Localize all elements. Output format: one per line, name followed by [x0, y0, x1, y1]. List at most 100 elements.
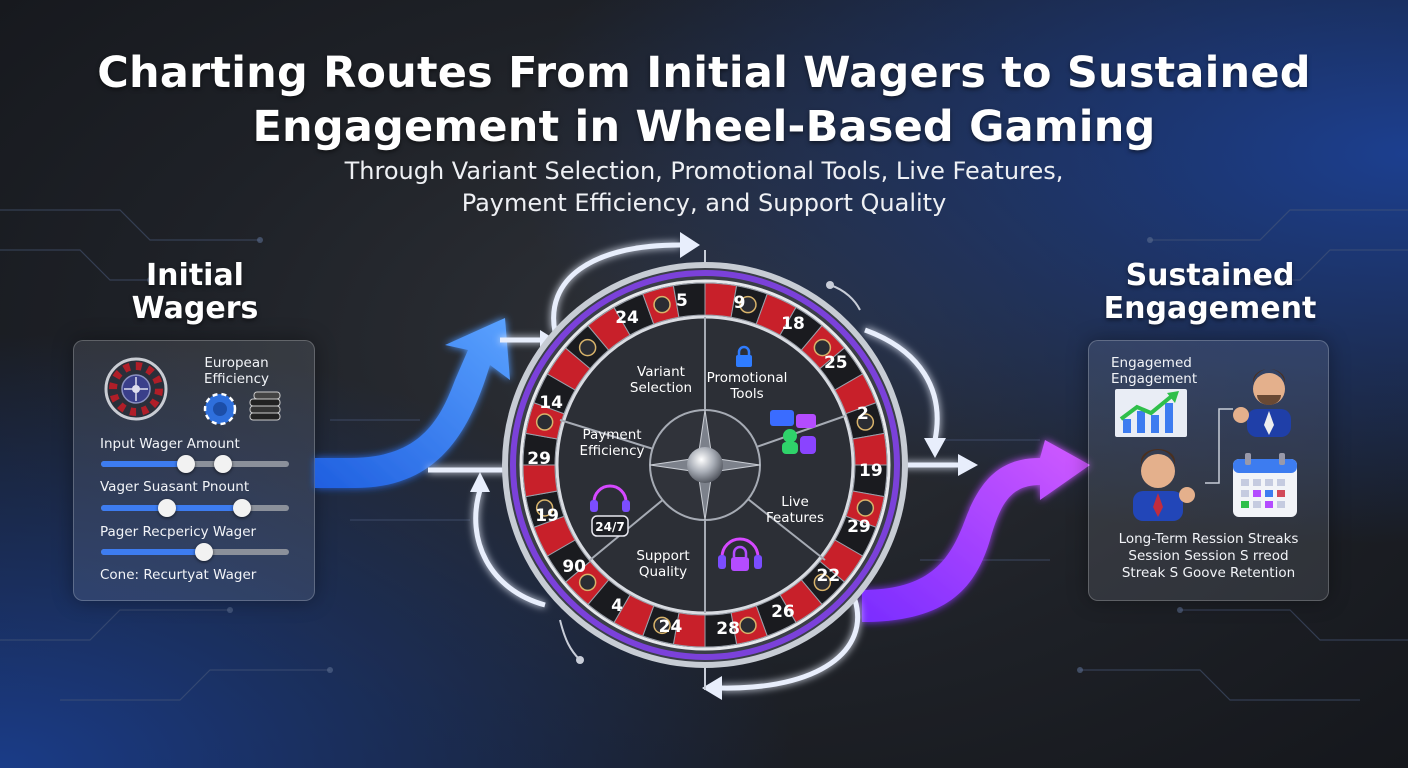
- happy-user-thumbs-up-icon: [1233, 369, 1291, 437]
- user-thumbs-up-icon: [1133, 449, 1195, 521]
- wheel-number: 28: [716, 619, 740, 640]
- page-title: Charting Routes From Initial Wagers to S…: [0, 46, 1408, 154]
- sustained-heading-line-1: Sustained: [1125, 258, 1295, 293]
- segment-label-line-2: Efficiency: [579, 443, 645, 459]
- roulette-wheel-icon: [104, 357, 168, 421]
- segment-label-line-2: Features: [765, 510, 825, 526]
- wheel-number: 18: [781, 314, 805, 335]
- wheel-number: 29: [527, 449, 551, 470]
- slider-fill: [101, 461, 186, 467]
- slider-knob[interactable]: [157, 499, 176, 517]
- segment-live-features: Live Features: [760, 494, 830, 526]
- roulette-chip-icon: [739, 616, 757, 635]
- cycle-arrow-bottom: [719, 599, 861, 691]
- lock-icon: [736, 345, 752, 367]
- wheel-number: 2: [856, 403, 869, 424]
- roulette-chip-icon: [739, 295, 757, 314]
- chart-label-line-1: Engagemed: [1111, 355, 1192, 371]
- slider-knob[interactable]: [214, 455, 233, 473]
- page-subtitle: Through Variant Selection, Promotional T…: [0, 155, 1408, 219]
- segment-support-quality: Support Quality: [628, 548, 698, 580]
- wheel-number: 4: [611, 595, 623, 616]
- segment-promotional-tools: Promotional Tools: [701, 370, 793, 402]
- segment-label-line-1: Support: [636, 548, 690, 564]
- wheel-number: 19: [535, 506, 559, 527]
- engagement-chart-label: Engagemed Engagement: [1111, 355, 1197, 387]
- growth-chart-icon: [1115, 389, 1187, 437]
- casino-chips-icon: [203, 391, 281, 426]
- slider-knob[interactable]: [195, 543, 214, 561]
- wheel-pocket: [672, 282, 706, 318]
- cycle-arrow-right-top: [864, 327, 940, 441]
- roulette-chip-icon: [856, 499, 875, 517]
- wheel-pockets: [522, 282, 888, 648]
- variant-label-line-1: European: [204, 355, 269, 371]
- subtitle-line-1: Through Variant Selection, Promotional T…: [344, 157, 1064, 185]
- segment-label-line-1: Live: [781, 494, 809, 510]
- cycle-arrow-top: [551, 242, 681, 333]
- initial-wagers-panel: European Efficiency Input Wager Amount V…: [73, 340, 315, 601]
- slider-label-1: Input Wager Amount: [100, 436, 240, 452]
- segment-label-line-1: Promotional: [706, 370, 788, 386]
- initial-wagers-heading: Initial Wagers: [110, 259, 280, 325]
- slider-knob[interactable]: [176, 455, 195, 473]
- slider-label-3: Pager Recpericy Wager: [100, 524, 257, 540]
- title-line-2: Engagement in Wheel-Based Gaming: [252, 102, 1156, 152]
- roulette-chip-icon: [535, 413, 554, 431]
- roulette-chip-icon: [653, 616, 671, 635]
- sustained-engagement-heading: Sustained Engagement: [1090, 259, 1330, 325]
- wheel-pocket: [522, 464, 558, 498]
- roulette-chip-icon: [578, 573, 597, 592]
- slider-knob[interactable]: [233, 499, 251, 517]
- slider-fill: [101, 549, 205, 555]
- roulette-chip-icon: [578, 338, 597, 357]
- wager-frequency-slider[interactable]: [101, 543, 289, 561]
- wheel-number: 25: [823, 352, 848, 373]
- badge-247-text: 24/7: [595, 520, 624, 534]
- segment-label-line-1: Variant: [637, 364, 685, 380]
- wheel-number: 19: [859, 460, 883, 481]
- initial-flow-arrow: [315, 318, 510, 488]
- recurring-wager-label: Cone: Recurtyat Wager: [100, 567, 257, 583]
- retention-summary: Long-Term Ression Streaks Session Sessio…: [1089, 531, 1328, 582]
- wager-amount-slider[interactable]: [101, 455, 289, 473]
- wheel-number: 24: [658, 617, 683, 638]
- segment-label-line-2: Selection: [629, 380, 693, 396]
- roulette-chip-icon: [653, 295, 671, 314]
- roulette-chip-icon: [813, 338, 832, 357]
- subtitle-line-2: Payment Efficiency, and Support Quality: [461, 189, 947, 217]
- wheel-number: 22: [816, 566, 841, 587]
- sustained-heading-line-2: Engagement: [1103, 291, 1317, 326]
- wheel-number: 24: [615, 308, 639, 329]
- segment-variant-selection: Variant Selection: [621, 364, 701, 396]
- initial-wagers-heading-line-1: Initial: [146, 258, 244, 293]
- chat-users-icon: [770, 410, 816, 454]
- wheel-number: 5: [675, 290, 688, 311]
- wheel-number: 26: [771, 601, 795, 622]
- slider-label-2: Vager Suasant Pnount: [100, 479, 250, 495]
- headset-lock-icon: [718, 537, 762, 571]
- retention-line-1: Long-Term Ression Streaks: [1118, 531, 1299, 547]
- roulette-chip-icon: [856, 413, 875, 431]
- wager-range-slider[interactable]: [101, 499, 289, 517]
- segment-label-line-2: Tools: [730, 386, 764, 402]
- segment-label-line-1: Payment: [582, 427, 642, 443]
- segment-label-line-2: Quality: [638, 564, 688, 580]
- connector-lines: [1205, 408, 1233, 484]
- roulette-wheel: [502, 262, 908, 668]
- wheel-number: 14: [539, 392, 563, 413]
- retention-line-2: Session Session S rreod: [1128, 548, 1289, 564]
- calendar-icon: [1233, 453, 1297, 517]
- initial-wagers-heading-line-2: Wagers: [131, 291, 259, 326]
- engagement-flow-arrow: [862, 440, 1090, 622]
- roulette-chip-icon: [535, 499, 554, 517]
- headset-247-icon: 24/7: [590, 484, 630, 537]
- wheel-number: 9: [733, 292, 746, 313]
- chart-label-line-2: Engagement: [1111, 371, 1198, 387]
- wheel-number: 90: [562, 557, 587, 578]
- sustained-engagement-panel: Engagemed Engagement: [1088, 340, 1329, 601]
- cycle-arrow-left-bottom: [473, 489, 546, 608]
- roulette-chip-icon: [813, 573, 832, 592]
